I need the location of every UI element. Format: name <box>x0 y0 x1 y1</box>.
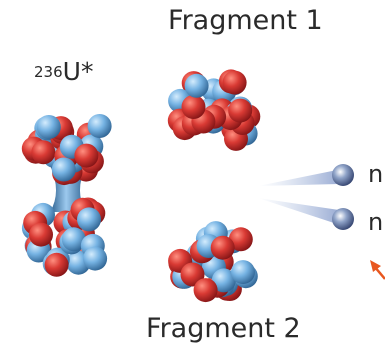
proton-sphere <box>44 252 69 277</box>
neutron-sphere <box>77 207 101 232</box>
fragment-1-label: Fragment 1 <box>168 5 323 36</box>
neutron-sphere <box>211 268 236 293</box>
neutron-sphere <box>231 260 255 285</box>
uranium-label: 236U* <box>34 57 93 86</box>
neutron-sphere <box>36 115 61 139</box>
neutron-sphere <box>61 227 86 252</box>
proton-sphere <box>193 278 218 303</box>
neutron-2-label: n <box>368 208 384 236</box>
proton-sphere <box>210 235 235 260</box>
proton-sphere <box>181 95 206 119</box>
uranium-236-nucleus <box>21 114 112 277</box>
fragment-2-nucleus <box>168 221 258 303</box>
neutron-1 <box>258 164 354 186</box>
proton-sphere <box>228 98 253 123</box>
element-symbol: U* <box>62 57 94 86</box>
neutron-1-label: n <box>368 160 384 188</box>
proton-sphere <box>222 70 247 95</box>
neutron-sphere <box>184 73 209 98</box>
fragment-2-label: Fragment 2 <box>146 313 301 344</box>
proton-sphere <box>74 143 99 168</box>
neutron-sphere <box>51 157 76 182</box>
neutron-2 <box>258 198 354 230</box>
proton-sphere <box>228 227 253 252</box>
proton-sphere <box>29 222 53 247</box>
arrow-icon <box>370 260 385 280</box>
neutron-sphere <box>87 114 112 138</box>
proton-sphere <box>31 140 56 165</box>
fragment-1-nucleus <box>167 69 261 151</box>
neutron-sphere <box>83 246 108 271</box>
mass-number: 236 <box>34 63 63 81</box>
